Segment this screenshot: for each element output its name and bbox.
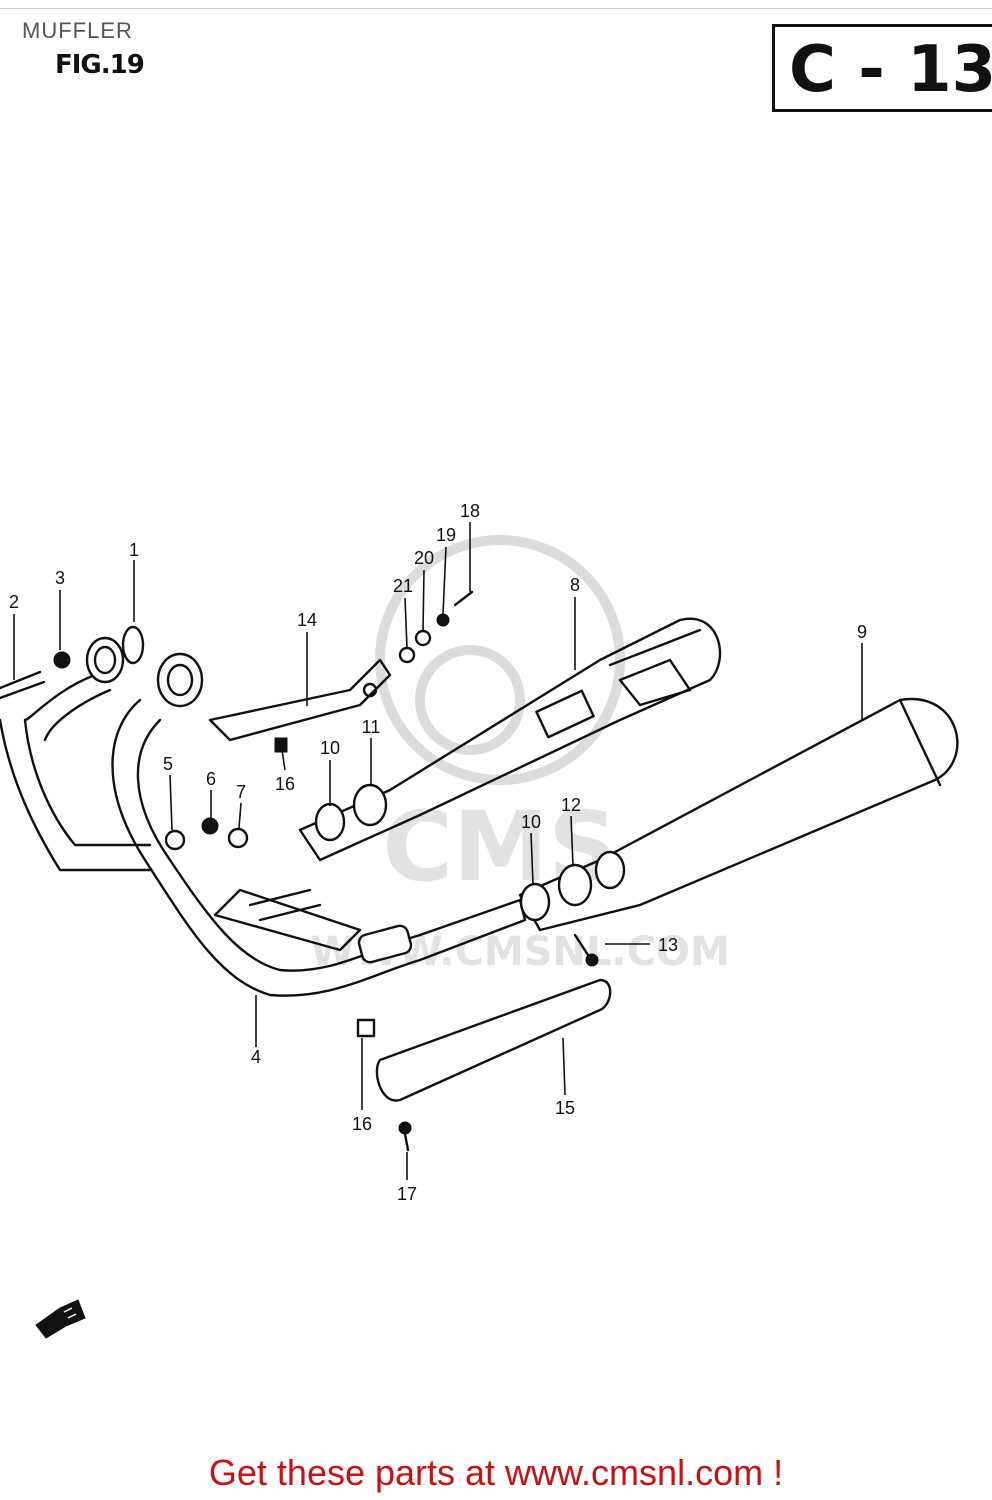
callout-10-upper: 10 — [320, 738, 340, 758]
cms-watermark: CMS WWW.CMSNL.COM — [310, 535, 730, 975]
front-direction-arrow-icon — [35, 1299, 86, 1339]
clamp-12 — [557, 850, 626, 907]
figure-label: FIG.19 — [55, 50, 145, 80]
diagram-code: C - 13 — [789, 33, 992, 107]
exploded-parts-diagram: CMS WWW.CMSNL.COM — [0, 501, 959, 1339]
callout-6: 6 — [206, 769, 216, 789]
callout-labels: 1 2 3 4 5 6 7 8 9 10 10 11 12 13 14 15 1… — [9, 501, 867, 1204]
callout-4: 4 — [251, 1047, 261, 1067]
callout-1: 1 — [129, 540, 139, 560]
bolt-2 — [0, 670, 46, 700]
heat-shield-bracket — [213, 888, 362, 952]
diagram-code-box: C - 13 — [772, 24, 992, 112]
callout-16-upper: 16 — [275, 774, 295, 794]
exhaust-pipe-left — [0, 673, 152, 872]
flange-front — [156, 652, 204, 708]
clamp-10-lower — [519, 882, 551, 922]
hardware-5-6-7 — [164, 817, 249, 851]
callout-16-lower: 16 — [352, 1114, 372, 1134]
callout-13: 13 — [658, 935, 678, 955]
bolt-13 — [573, 933, 599, 967]
leader-lines — [13, 522, 863, 1180]
callout-5: 5 — [163, 754, 173, 774]
callout-12: 12 — [561, 795, 581, 815]
callout-19: 19 — [436, 525, 456, 545]
callout-20: 20 — [414, 548, 434, 568]
bolt-17 — [398, 1121, 412, 1152]
muffler-9 — [518, 697, 959, 932]
callout-14: 14 — [297, 610, 317, 630]
hardware-18-21 — [398, 590, 474, 664]
get-parts-link[interactable]: Get these parts at www.cmsnl.com ! — [208, 1452, 784, 1493]
bracket-14 — [208, 658, 392, 742]
clamp-11 — [352, 783, 388, 827]
gasket-1 — [121, 625, 145, 665]
callout-18: 18 — [460, 501, 480, 521]
callout-8: 8 — [570, 575, 580, 595]
flange-3 — [85, 636, 125, 684]
section-title: MUFFLER — [22, 18, 133, 43]
callout-3: 3 — [55, 568, 65, 588]
callout-2: 2 — [9, 592, 19, 612]
nut-16 — [274, 737, 376, 1038]
callout-17: 17 — [397, 1184, 417, 1204]
nut-3 — [53, 651, 71, 669]
callout-10-lower: 10 — [521, 812, 541, 832]
callout-9: 9 — [857, 622, 867, 642]
protector-15 — [375, 978, 612, 1102]
callout-21: 21 — [393, 576, 413, 596]
clamp-10-upper — [314, 802, 346, 842]
muffler-8 — [298, 617, 722, 862]
callout-7: 7 — [236, 782, 246, 802]
callout-11: 11 — [362, 717, 381, 737]
callout-15: 15 — [555, 1098, 575, 1118]
top-rule — [0, 8, 992, 9]
